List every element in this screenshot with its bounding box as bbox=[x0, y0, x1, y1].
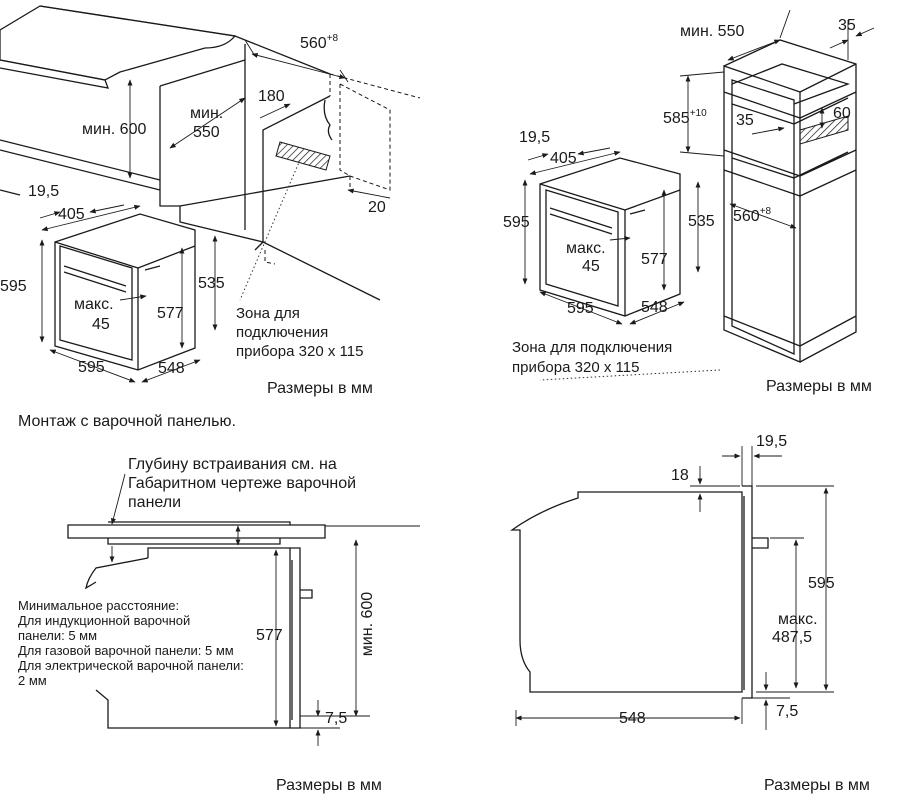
connection-zone-hatch bbox=[275, 141, 331, 171]
zone2-line-1: Зона для подключения bbox=[512, 339, 672, 356]
min-line-1: Минимальное расстояние: bbox=[18, 598, 179, 613]
dim2-535: 535 bbox=[688, 213, 715, 230]
dim2-max-label: макс. bbox=[566, 240, 606, 257]
dim-20: 20 bbox=[368, 199, 386, 216]
dim2-548: 548 bbox=[641, 299, 668, 316]
oven-profile bbox=[509, 491, 743, 693]
units-label-4: Размеры в мм bbox=[764, 777, 870, 794]
dim-min-600: мин. 600 bbox=[82, 121, 146, 138]
dim4-18: 18 bbox=[671, 467, 689, 484]
dim2-405: 405 bbox=[550, 150, 577, 167]
dim2-595-width: 595 bbox=[567, 300, 594, 317]
countertop bbox=[0, 5, 237, 81]
niche-left bbox=[159, 86, 180, 207]
min-line-5: Для электрической варочной панели: bbox=[18, 658, 244, 673]
dim-577: 577 bbox=[157, 305, 184, 322]
dim2-max-45: 45 bbox=[582, 258, 600, 275]
dim4-max-label: макс. bbox=[778, 611, 818, 628]
dim4-19-5: 19,5 bbox=[756, 433, 787, 450]
diagram-oven-profile: 19,5 18 595 макс. 487,5 548 7,5 Размеры … bbox=[509, 433, 870, 794]
diagram-side-hob: Глубину встраивания см. на Габаритном че… bbox=[18, 456, 420, 794]
dim-535: 535 bbox=[198, 275, 225, 292]
dim2-60: 60 bbox=[833, 105, 851, 122]
section-caption: Монтаж с варочной панелью. bbox=[18, 413, 236, 430]
dim2-min-550: мин. 550 bbox=[680, 23, 744, 40]
dim-min-550-label: мин. bbox=[190, 105, 223, 122]
note-line-1: Глубину встраивания см. на bbox=[128, 456, 337, 473]
min-line-4: Для газовой варочной панели: 5 мм bbox=[18, 643, 234, 658]
dim3-577: 577 bbox=[256, 627, 283, 644]
units-label-2: Размеры в мм bbox=[766, 378, 872, 395]
dim-max-label: макс. bbox=[74, 296, 114, 313]
units-label-1: Размеры в мм bbox=[267, 380, 373, 397]
diagram-under-counter: 560+8 мин. 600 мин. 550 180 20 19,5 405 … bbox=[0, 5, 421, 397]
oven2-body bbox=[539, 157, 681, 317]
dim-min-550-value: 550 bbox=[193, 124, 220, 141]
zone-line-2: подключения bbox=[236, 324, 328, 341]
dim-595-height: 595 bbox=[0, 278, 27, 295]
dim-180: 180 bbox=[258, 88, 285, 105]
dim-max-45: 45 bbox=[92, 316, 110, 333]
cabinet-zone-hatch bbox=[799, 115, 849, 145]
dim2-19-5: 19,5 bbox=[519, 129, 550, 146]
countertop-edge bbox=[0, 59, 110, 89]
dim3-7-5: 7,5 bbox=[325, 710, 347, 727]
dim2-585: 585+10 bbox=[663, 108, 707, 127]
dim2-35-top: 35 bbox=[838, 17, 856, 34]
dim2-595-height: 595 bbox=[503, 214, 530, 231]
zone2-line-2: прибора 320 x 115 bbox=[512, 359, 639, 376]
dim-548: 548 bbox=[158, 360, 185, 377]
note-line-2: Габаритном чертеже варочной bbox=[128, 475, 356, 492]
dim-depth-560: 560+8 bbox=[300, 33, 339, 52]
dim2-577: 577 bbox=[641, 251, 668, 268]
dim-595-width: 595 bbox=[78, 359, 105, 376]
min-line-6: 2 мм bbox=[18, 673, 47, 688]
note-line-3: панели bbox=[128, 494, 181, 511]
zone-line-3: прибора 320 x 115 bbox=[236, 343, 363, 360]
zone-line-1: Зона для bbox=[236, 305, 300, 322]
dim4-max-487-5: 487,5 bbox=[772, 629, 812, 646]
dim3-min-600: мин. 600 bbox=[359, 592, 376, 656]
dim-19-5: 19,5 bbox=[28, 183, 59, 200]
min-line-2: Для индукционной варочной bbox=[18, 613, 190, 628]
dim4-595: 595 bbox=[808, 575, 835, 592]
units-label-3: Размеры в мм bbox=[276, 777, 382, 794]
dim4-548: 548 bbox=[619, 710, 646, 727]
min-line-3: панели: 5 мм bbox=[18, 628, 97, 643]
worktop bbox=[67, 524, 326, 539]
dim4-7-5: 7,5 bbox=[776, 703, 798, 720]
diagram-tall-cabinet: мин. 550 35 585+10 35 60 560+8 19,5 bbox=[503, 9, 875, 395]
dim2-35-inner: 35 bbox=[736, 112, 754, 129]
